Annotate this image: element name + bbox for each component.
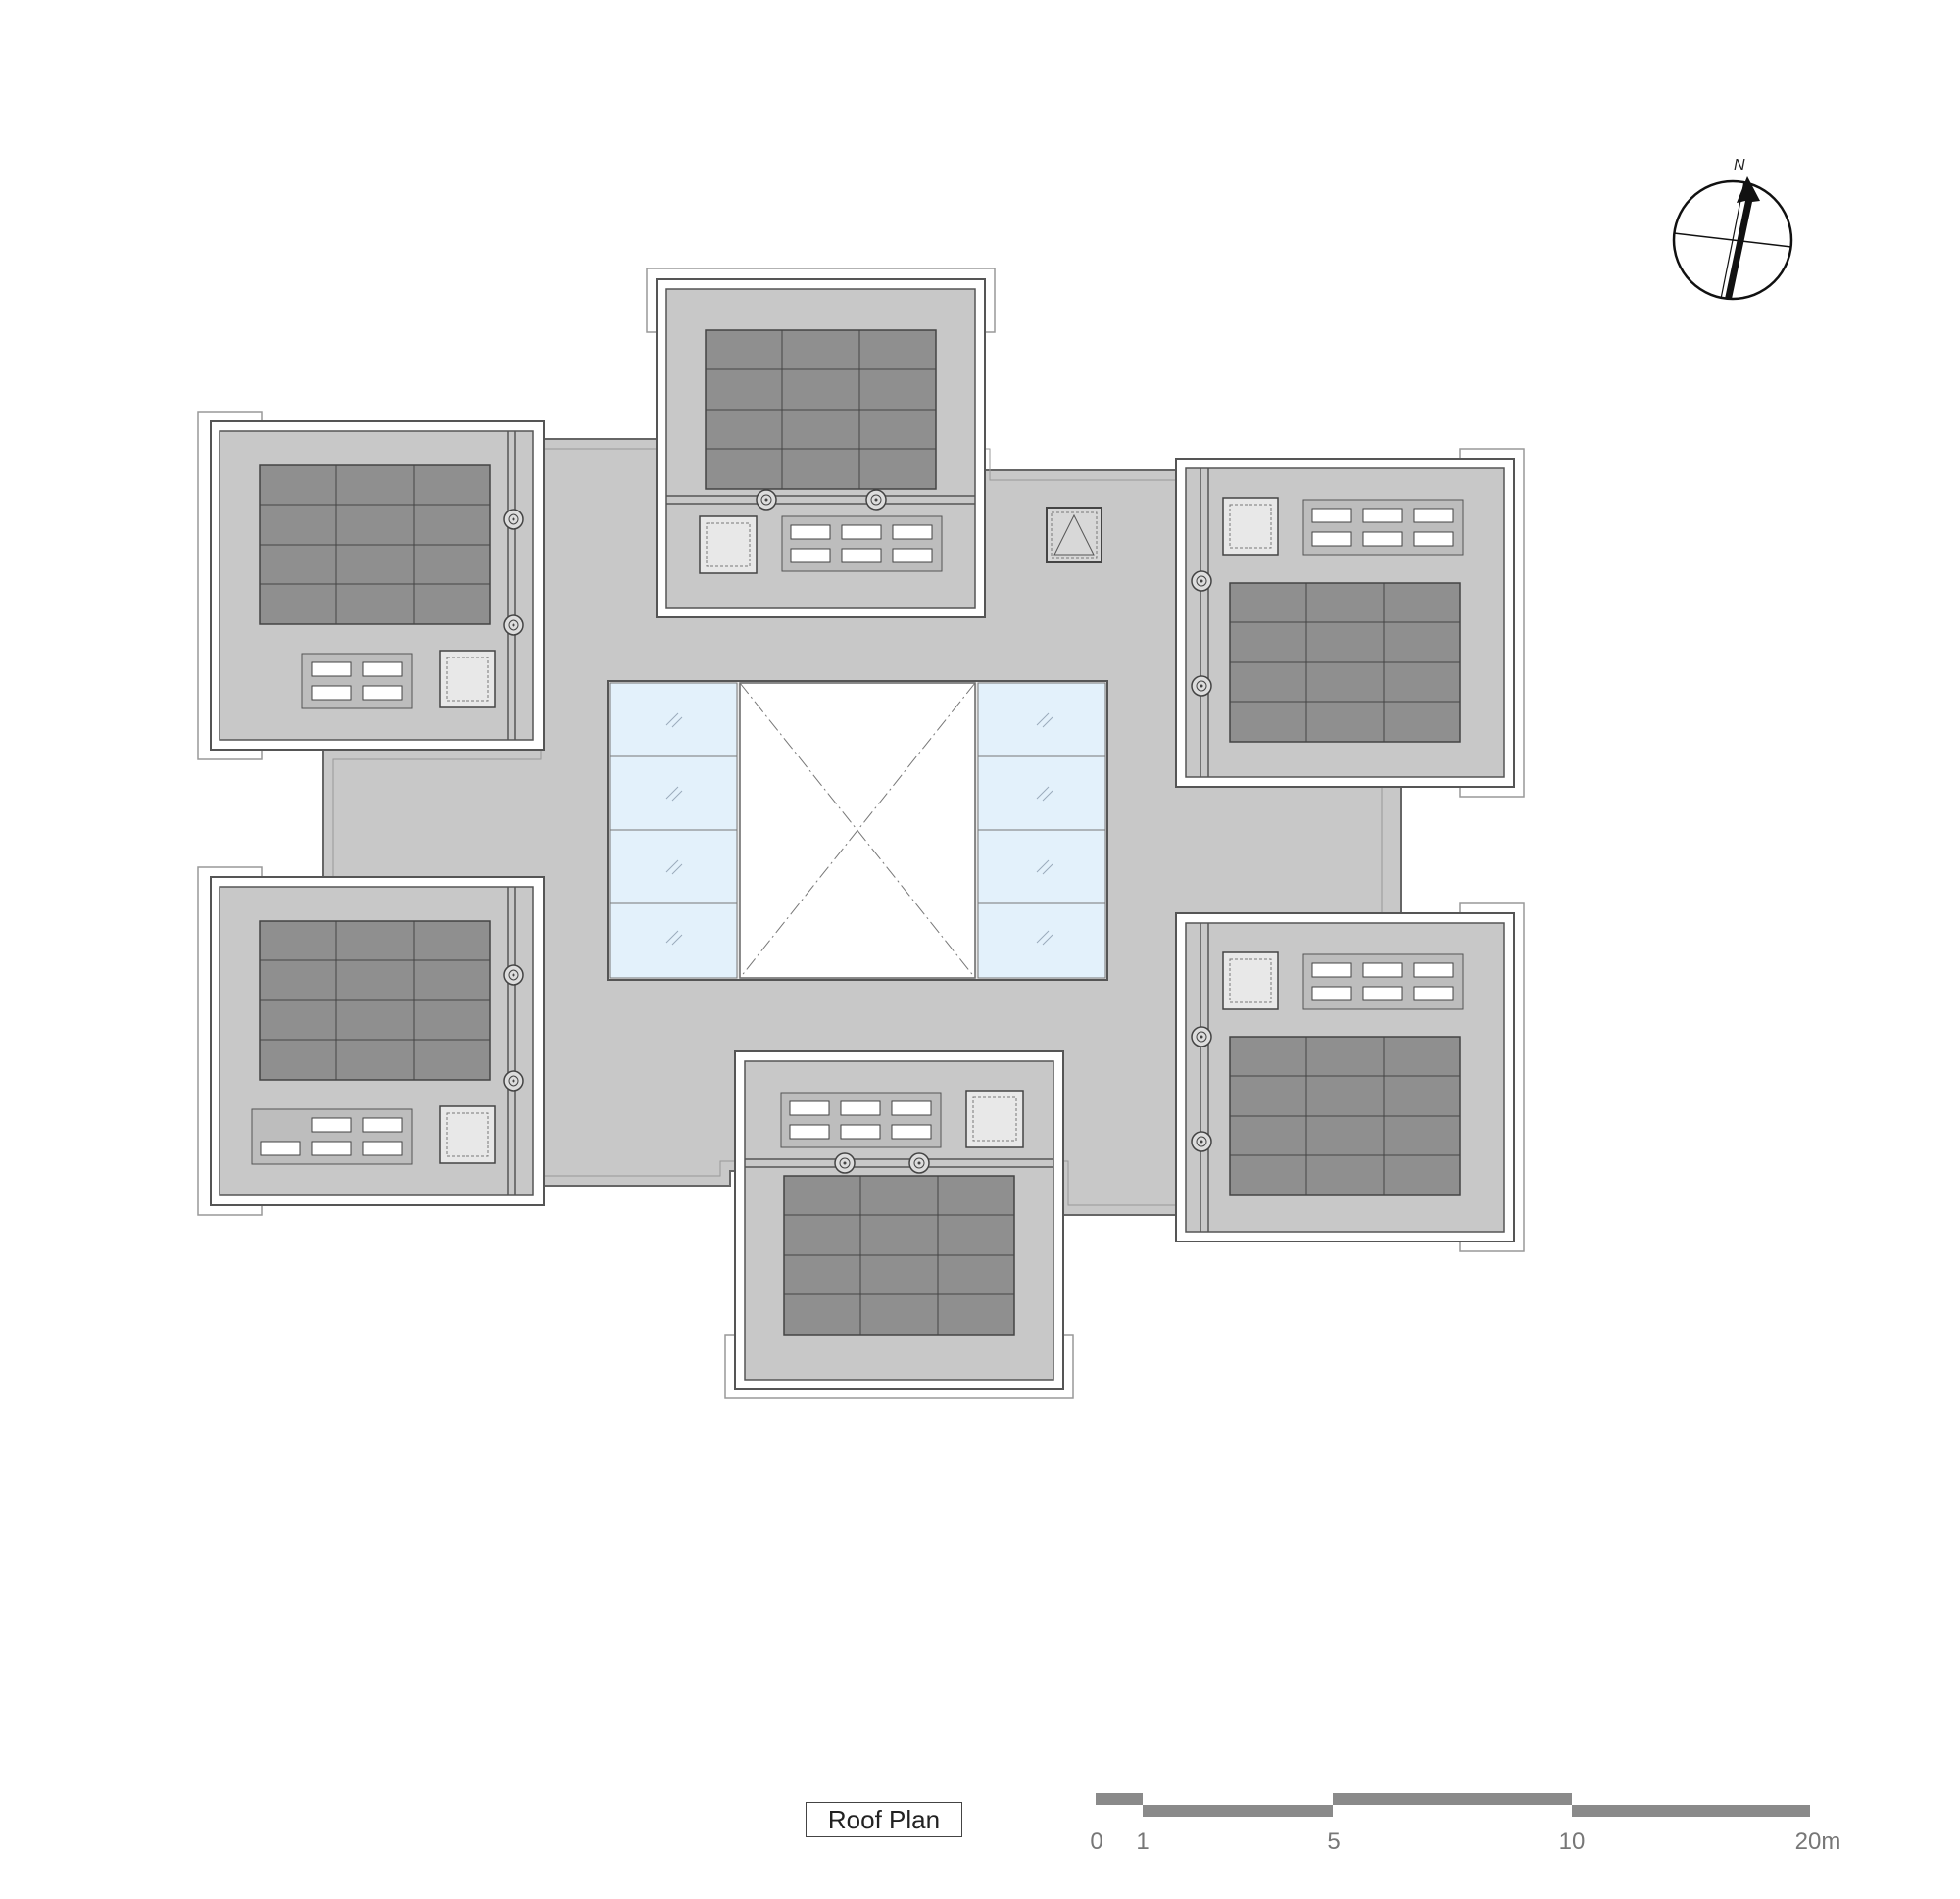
north-arrow-icon (1725, 176, 1760, 299)
drain-icon (834, 1152, 856, 1174)
compass-icon (1672, 176, 1793, 301)
scale-label-10: 10 (1558, 1828, 1586, 1855)
scale-label-20m: 20m (1794, 1828, 1841, 1855)
roof-unit-top-left (197, 411, 545, 760)
drain-icon (908, 1152, 930, 1174)
drain-icon (1191, 1131, 1212, 1152)
drain-icon (1191, 1026, 1212, 1047)
drain-icon (865, 489, 887, 511)
drain-icon (503, 614, 524, 636)
drawing-title: Roof Plan (806, 1802, 962, 1837)
roof-unit-top-center (646, 268, 996, 618)
scale-label-1: 1 (1136, 1828, 1150, 1855)
scale-bar (1096, 1793, 1810, 1817)
drain-icon (503, 509, 524, 530)
roof-unit-bottom-right (1175, 902, 1525, 1252)
roof-hatch (1046, 507, 1102, 563)
drain-icon (503, 1070, 524, 1092)
roof-unit-bottom-left (197, 866, 545, 1216)
drain-icon (756, 489, 777, 511)
drain-icon (503, 964, 524, 986)
scale-label-0: 0 (1090, 1828, 1103, 1855)
north-label: N (1734, 157, 1745, 173)
drain-icon (1191, 570, 1212, 592)
roof-unit-bottom-center (724, 1050, 1074, 1399)
central-skylight (607, 680, 1108, 981)
roof-unit-top-right (1175, 448, 1525, 798)
scale-label-5: 5 (1327, 1828, 1341, 1855)
drain-icon (1191, 675, 1212, 697)
